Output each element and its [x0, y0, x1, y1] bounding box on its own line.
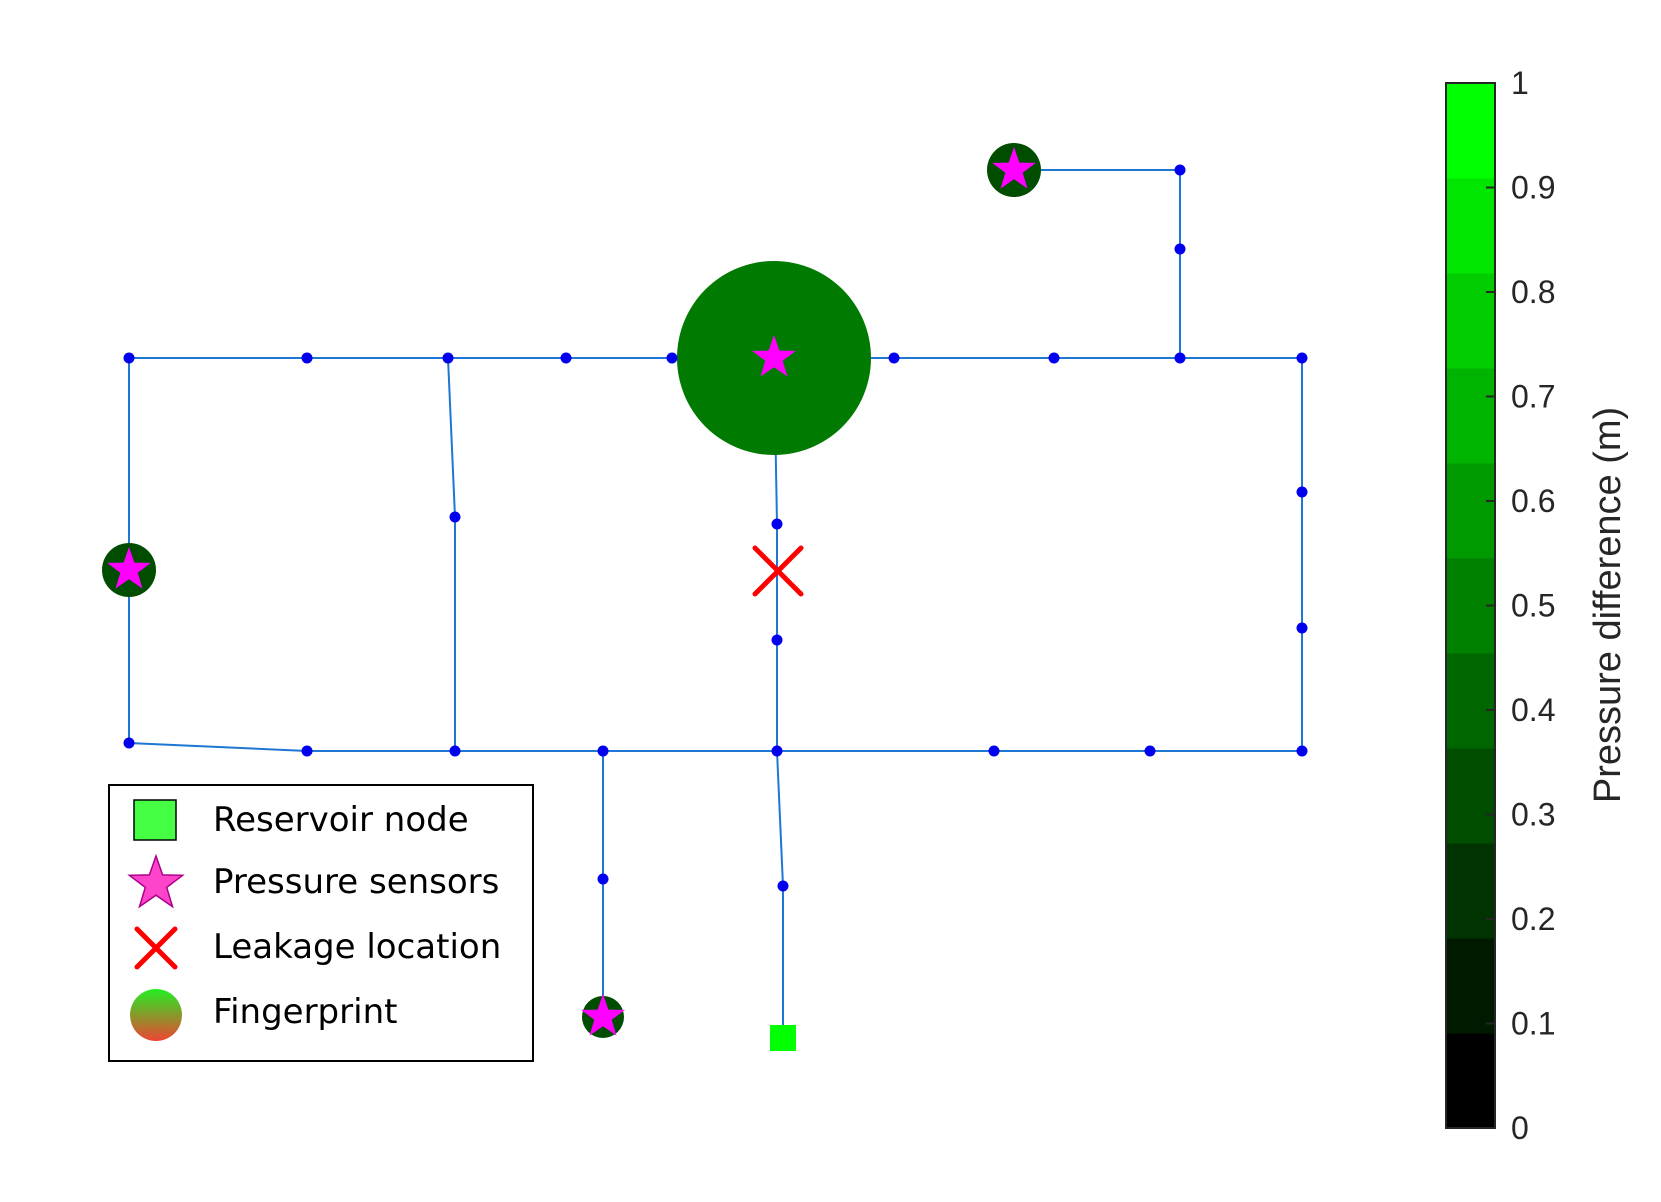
pipe	[447, 357, 456, 751]
colorbar-segment	[1446, 748, 1495, 844]
junction-node	[771, 518, 783, 530]
pressure-sensors	[107, 147, 1036, 1036]
junction-nodes	[123, 164, 1308, 892]
reservoir-node	[770, 1025, 796, 1051]
junction-node	[597, 873, 609, 885]
junction-node	[442, 352, 454, 364]
junction-node	[666, 352, 678, 364]
junction-node	[301, 352, 313, 364]
junction-node	[1174, 164, 1186, 176]
colorbar-segment	[1446, 1033, 1495, 1129]
junction-node	[1296, 486, 1308, 498]
junction-node	[1144, 745, 1156, 757]
junction-node	[771, 634, 783, 646]
colorbar-tick-label: 0.8	[1511, 274, 1555, 310]
junction-node	[1174, 352, 1186, 364]
junction-node	[123, 737, 135, 749]
colorbar-segment	[1446, 843, 1495, 939]
pressure-sensor-star	[752, 335, 796, 377]
junction-node	[449, 511, 461, 523]
pipe	[128, 358, 1302, 752]
colorbar-label: Pressure difference (m)	[1587, 407, 1629, 803]
colorbar: 0 0.1 0.2 0.3 0.4 0.5 0.6 0.7 0.8 0.9 1 Pressure d…	[1445, 65, 1629, 1146]
junction-node	[988, 745, 1000, 757]
colorbar-segment	[1446, 273, 1495, 369]
reservoir-legend-icon	[133, 799, 177, 841]
junction-node	[560, 352, 572, 364]
legend-label-reservoir: Reservoir node	[213, 800, 469, 840]
junction-node	[123, 352, 135, 364]
colorbar-tick-label: 0	[1511, 1110, 1529, 1146]
junction-node	[1296, 352, 1308, 364]
colorbar-tick-label: 0.1	[1511, 1006, 1555, 1042]
pipe	[776, 750, 784, 1038]
colorbar-segment	[1446, 938, 1495, 1034]
colorbar-segment	[1446, 178, 1495, 274]
junction-node	[771, 745, 783, 757]
pressure-sensor-star	[992, 147, 1036, 189]
legend: Reservoir node Pressure sensors Leakage …	[108, 784, 534, 1062]
pressure-sensor-star	[581, 994, 625, 1036]
colorbar-ticks: 0 0.1 0.2 0.3 0.4 0.5 0.6 0.7 0.8 0.9 1	[1486, 65, 1555, 1146]
leakage-location-cross	[752, 545, 804, 597]
junction-node	[888, 352, 900, 364]
colorbar-tick-label: 0.6	[1511, 483, 1555, 519]
colorbar-tick-label: 0.7	[1511, 379, 1555, 415]
colorbar-tick-label: 0.9	[1511, 170, 1555, 206]
cross-legend-icon	[134, 926, 178, 970]
legend-label-sensors: Pressure sensors	[213, 862, 499, 902]
colorbar-tick-label: 0.4	[1511, 692, 1555, 728]
pipe	[1014, 169, 1181, 358]
junction-node	[1048, 352, 1060, 364]
colorbar-tick-label: 0.2	[1511, 901, 1555, 937]
colorbar-tick-label: 0.3	[1511, 797, 1555, 833]
star-legend-icon	[127, 853, 185, 909]
colorbar-tick-label: 1	[1511, 65, 1529, 101]
pressure-sensor-star	[107, 547, 151, 589]
colorbar-segments	[1446, 83, 1495, 1129]
junction-node	[777, 880, 789, 892]
junction-node	[597, 745, 609, 757]
junction-node	[1174, 243, 1186, 255]
colorbar-segment	[1446, 463, 1495, 559]
colorbar-segment	[1446, 83, 1495, 179]
fingerprint-legend-icon	[130, 989, 182, 1041]
junction-node	[1296, 745, 1308, 757]
legend-label-fingerprint: Fingerprint	[213, 992, 397, 1032]
colorbar-segment	[1446, 653, 1495, 749]
junction-node	[449, 745, 461, 757]
colorbar-segment	[1446, 368, 1495, 464]
junction-node	[1296, 622, 1308, 634]
colorbar-tick-label: 0.5	[1511, 588, 1555, 624]
fingerprints	[102, 143, 1041, 1038]
junction-node	[301, 745, 313, 757]
legend-label-leakage: Leakage location	[213, 927, 501, 967]
